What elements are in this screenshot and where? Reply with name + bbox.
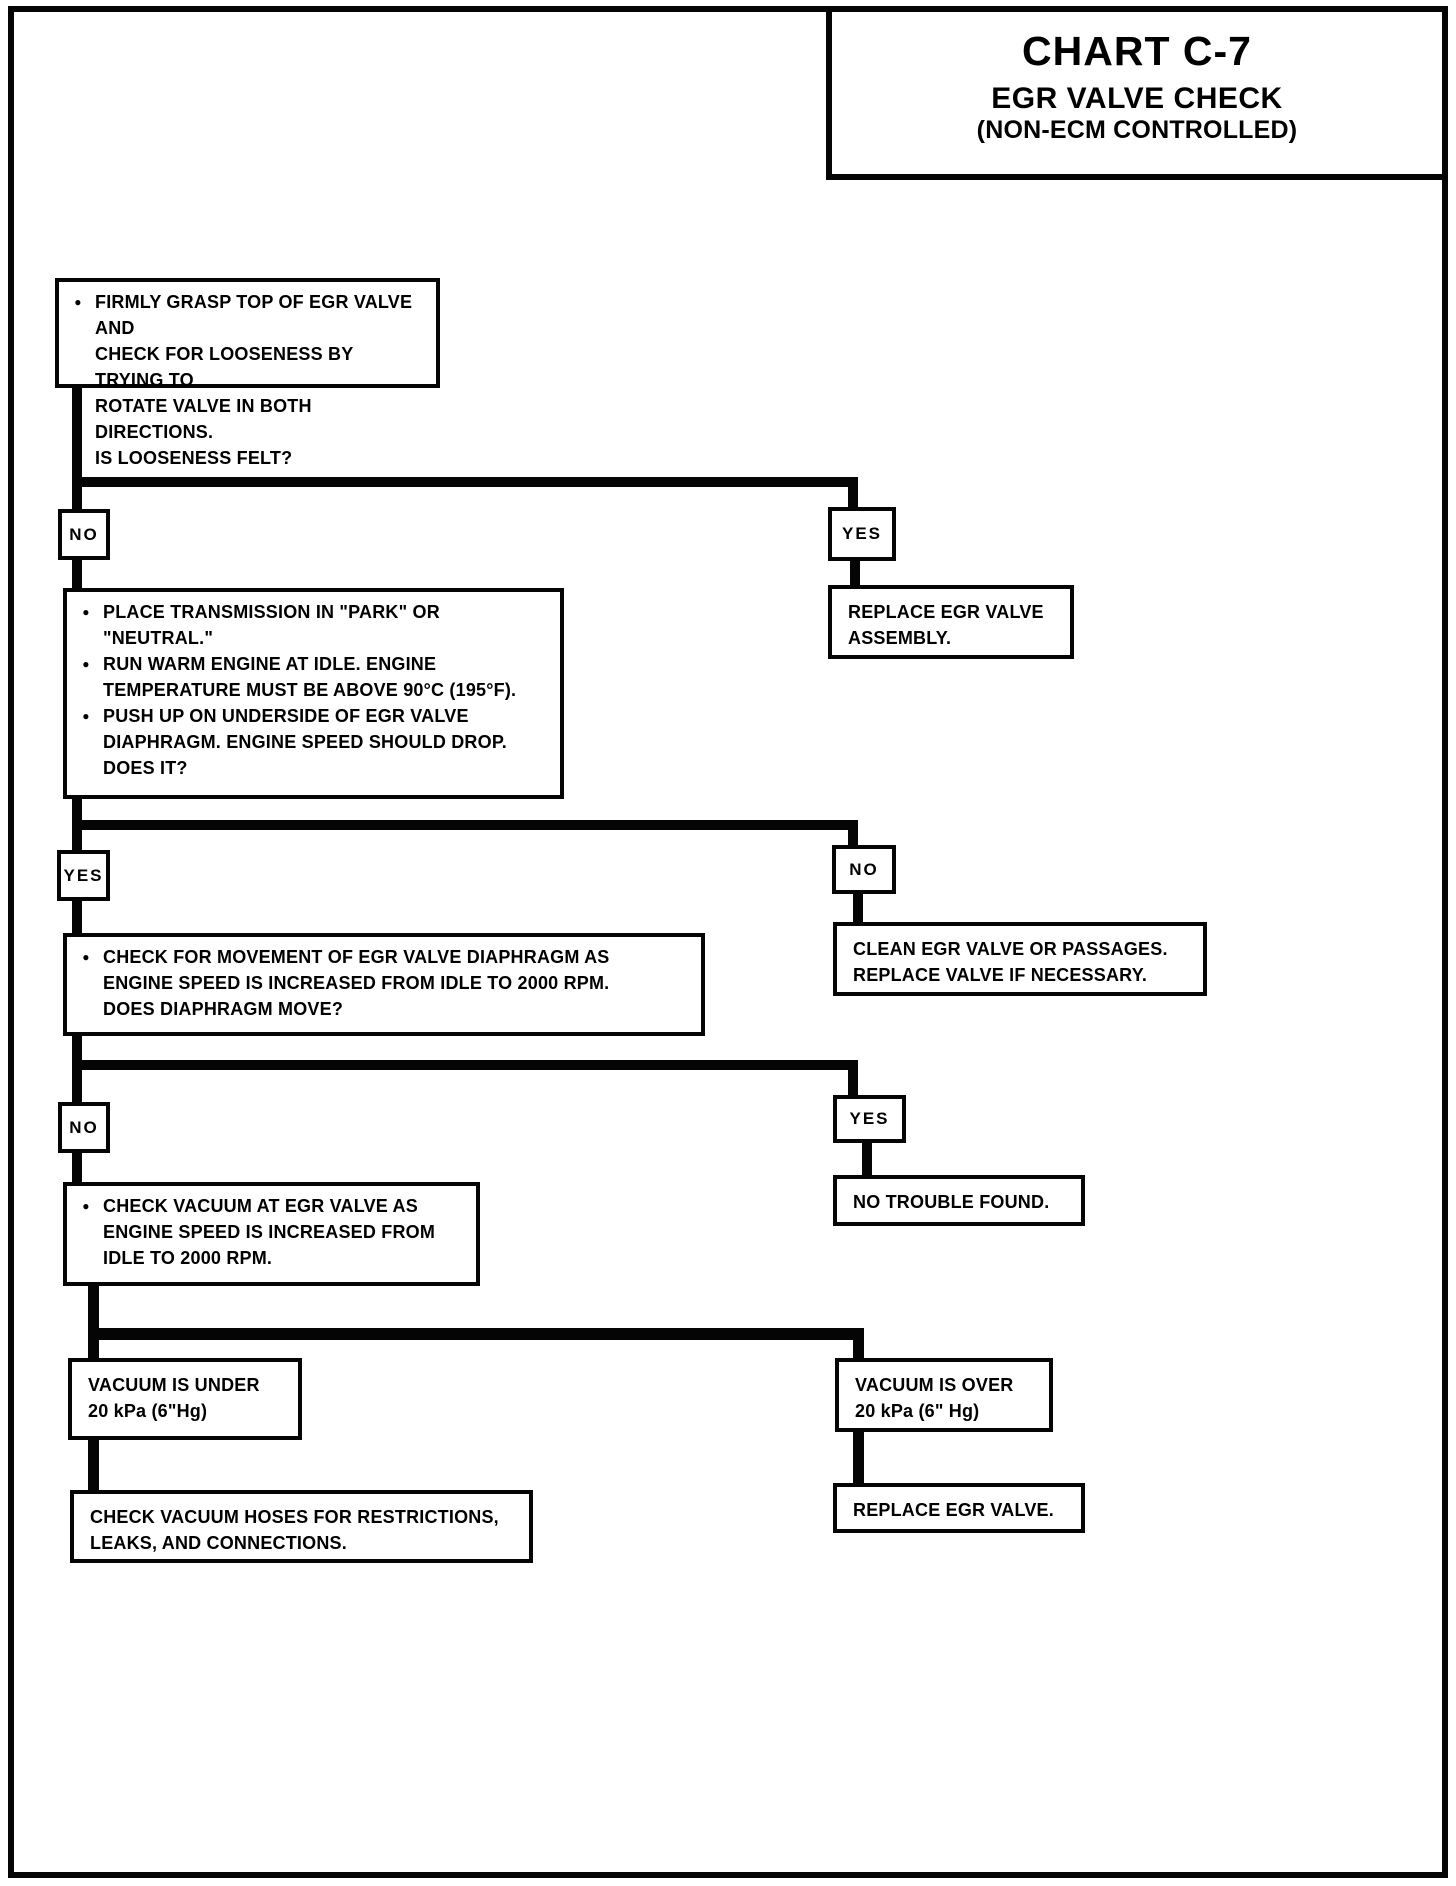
connector-branch4-horizontal [88, 1328, 864, 1340]
decision-yes-2: YES [57, 850, 110, 901]
node-clean-valve: CLEAN EGR VALVE OR PASSAGES. REPLACE VAL… [833, 922, 1207, 996]
bullet-icon: ● [82, 950, 90, 964]
decision-yes-1: YES [828, 507, 896, 561]
connector-branch1-horizontal [72, 477, 858, 487]
decision-no-2-label: NO [849, 859, 879, 879]
page-border [8, 6, 1448, 1878]
decision-no-1: NO [58, 509, 110, 560]
node-check-diaphragm-text: CHECK FOR MOVEMENT OF EGR VALVE DIAPHRAG… [103, 947, 610, 1019]
node-clean-valve-text: CLEAN EGR VALVE OR PASSAGES. REPLACE VAL… [853, 939, 1168, 985]
connector-yes1-down [850, 561, 860, 585]
connector-no3-down [72, 1153, 82, 1182]
connector-step4-down [88, 1286, 99, 1358]
node-replace-valve-text: REPLACE EGR VALVE. [853, 1500, 1054, 1520]
node-run-engine-bullet-2: RUN WARM ENGINE AT IDLE. ENGINE TEMPERAT… [103, 654, 517, 700]
node-check-diaphragm: ● CHECK FOR MOVEMENT OF EGR VALVE DIAPHR… [63, 933, 705, 1036]
node-check-looseness-text: FIRMLY GRASP TOP OF EGR VALVE AND CHECK … [95, 292, 413, 468]
chart-title: CHART C-7 [1022, 28, 1252, 74]
connector-branch3-right-down [848, 1060, 858, 1095]
decision-yes-3: YES [833, 1095, 906, 1143]
decision-no-3: NO [58, 1102, 110, 1153]
decision-no-1-label: NO [69, 524, 99, 544]
node-vacuum-under-text: VACUUM IS UNDER 20 kPa (6"Hg) [88, 1375, 260, 1421]
connector-branch3-horizontal [72, 1060, 858, 1070]
bullet-icon: ● [82, 657, 90, 671]
bullet-icon: ● [82, 709, 90, 723]
node-run-engine: ● PLACE TRANSMISSION IN "PARK" OR "NEUTR… [63, 588, 564, 799]
decision-yes-3-label: YES [849, 1109, 890, 1128]
connector-branch2-right-down [848, 820, 858, 845]
connector-branch4-right-down [853, 1328, 864, 1358]
node-no-trouble: NO TROUBLE FOUND. [833, 1175, 1085, 1226]
decision-no-2: NO [832, 845, 896, 894]
decision-no-3-label: NO [69, 1117, 99, 1137]
node-check-vacuum-text: CHECK VACUUM AT EGR VALVE AS ENGINE SPEE… [103, 1196, 436, 1268]
chart-title-box: CHART C-7 EGR VALVE CHECK (NON-ECM CONTR… [826, 12, 1442, 180]
node-vacuum-over: VACUUM IS OVER 20 kPa (6" Hg) [835, 1358, 1053, 1432]
bullet-icon: ● [74, 295, 82, 309]
node-check-hoses-text: CHECK VACUUM HOSES FOR RESTRICTIONS, LEA… [90, 1507, 499, 1553]
chart-subtitle: EGR VALVE CHECK [991, 82, 1283, 116]
decision-yes-2-label: YES [63, 865, 104, 885]
node-replace-valve: REPLACE EGR VALVE. [833, 1483, 1085, 1533]
connector-no2-down [853, 893, 863, 922]
decision-yes-1-label: YES [841, 524, 883, 543]
node-vacuum-over-text: VACUUM IS OVER 20 kPa (6" Hg) [855, 1375, 1014, 1421]
node-vacuum-under: VACUUM IS UNDER 20 kPa (6"Hg) [68, 1358, 302, 1440]
node-check-vacuum: ● CHECK VACUUM AT EGR VALVE AS ENGINE SP… [63, 1182, 480, 1286]
node-run-engine-bullet-3: PUSH UP ON UNDERSIDE OF EGR VALVE DIAPHR… [103, 706, 507, 778]
node-check-hoses: CHECK VACUUM HOSES FOR RESTRICTIONS, LEA… [70, 1490, 533, 1563]
bullet-icon: ● [82, 605, 90, 619]
node-replace-assembly: REPLACE EGR VALVE ASSEMBLY. [828, 585, 1074, 659]
connector-under-down [88, 1440, 99, 1490]
connector-step1-down [72, 386, 82, 510]
node-run-engine-bullet-1: PLACE TRANSMISSION IN "PARK" OR "NEUTRAL… [103, 602, 440, 648]
connector-over-down [853, 1432, 864, 1483]
connector-branch1-right-down [848, 477, 858, 509]
connector-yes3-down [862, 1143, 872, 1175]
connector-yes2-down [72, 900, 82, 933]
chart-subtitle-2: (NON-ECM CONTROLLED) [976, 115, 1298, 144]
bullet-icon: ● [82, 1199, 90, 1213]
node-check-looseness: ● FIRMLY GRASP TOP OF EGR VALVE AND CHEC… [55, 278, 440, 468]
node-no-trouble-text: NO TROUBLE FOUND. [853, 1192, 1050, 1212]
connector-branch2-horizontal [72, 820, 858, 830]
connector-no1-down [72, 560, 82, 588]
node-replace-assembly-text: REPLACE EGR VALVE ASSEMBLY. [848, 602, 1044, 648]
